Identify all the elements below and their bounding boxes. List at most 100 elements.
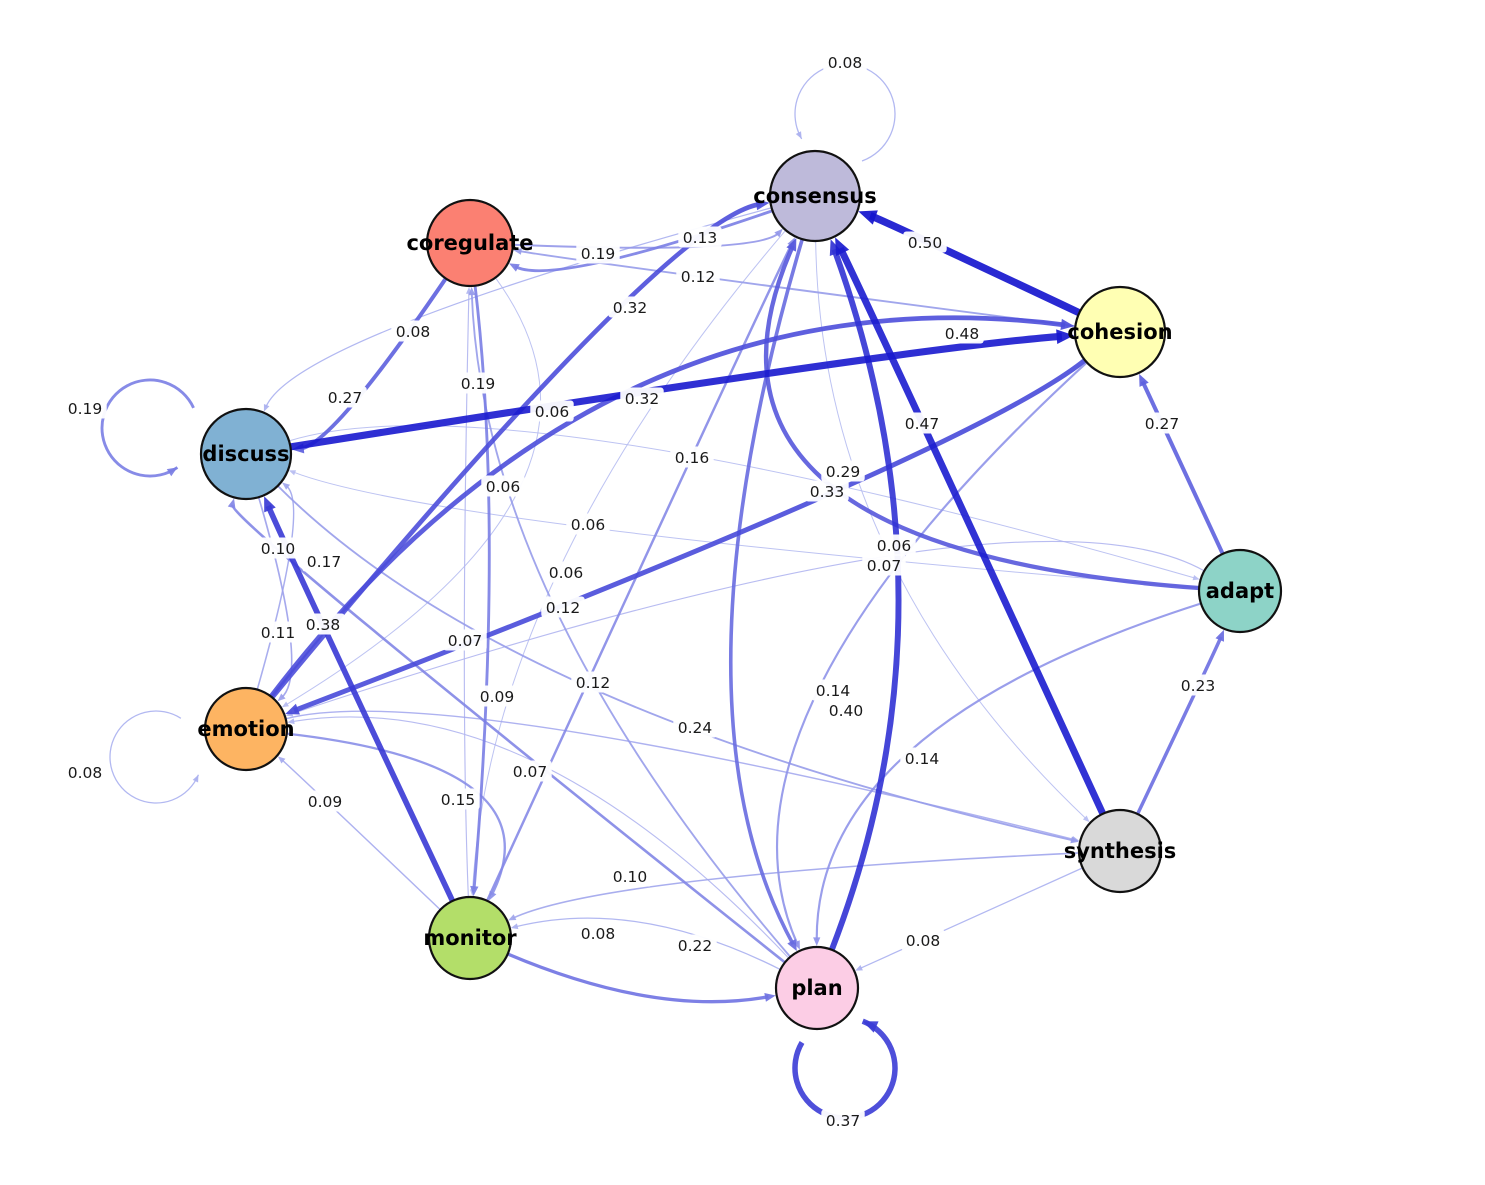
edge-discuss-cohesion-arrowhead [1056,329,1075,344]
node-monitor [427,895,513,981]
node-label-discuss: discuss [202,442,289,466]
edge-coregulate-emotion-arrowhead [281,701,289,708]
edge-adapt-plan-arrowhead [813,937,821,947]
node-discuss [199,407,293,501]
self-loop-discuss-arrowhead [166,467,178,477]
edge-label-consensus-plan: 0.24 [678,719,713,737]
edge-synthesis-monitor [512,852,1080,919]
self-loop-label-consensus-bg [823,51,867,73]
edge-label-coregulate-monitor: 0.19 [461,375,496,393]
edge-label-adapt-discuss-bg [566,513,610,535]
edge-label-plan-monitor: 0.08 [581,925,616,943]
edge-cohesion-consensus-arrowhead [858,210,878,225]
edge-plan-coregulate-arrowhead [468,286,476,296]
edge-label-cohesion-coregulate: 0.12 [681,268,716,286]
edge-discuss-cohesion [289,332,1063,451]
edge-label-consensus-discuss: 0.08 [396,323,431,341]
edge-plan-discuss-arrowhead [227,498,236,509]
edge-label-coregulate-consensus: 0.13 [683,229,718,247]
edge-monitor-plan [507,952,769,1004]
edge-labels-layer: 0.130.190.500.480.320.120.080.270.270.47… [63,51,1220,1131]
edge-coregulate-consensus [512,232,780,249]
edge-label-plan-monitor-bg [576,922,620,944]
node-label-emotion: emotion [197,717,294,741]
edge-adapt-cohesion-arrowhead [1139,373,1149,387]
edge-cohesion-emotion-arrowhead [285,703,300,715]
edge-label-adapt-cohesion: 0.27 [1145,415,1180,433]
self-loop-emotion-arrowhead [192,774,199,783]
edge-label-consensus-coregulate: 0.19 [581,245,616,263]
edge-monitor-discuss-arrowhead [264,496,276,513]
edge-label-plan-coregulate-bg [541,596,585,618]
edge-label-emotion-discuss: 0.10 [261,540,296,558]
edge-label-monitor-coregulate-bg [443,629,487,651]
edge-label-synthesis-monitor-bg [608,865,652,887]
edge-cohesion-coregulate-arrowhead [513,248,522,255]
edge-label-synthesis-monitor: 0.10 [613,868,648,886]
self-loop-label-plan-bg [821,1109,865,1131]
edge-label-monitor-emotion-bg [303,790,347,812]
edge-label-adapt-emotion-bg [862,554,906,576]
edge-coregulate-consensus-arrowhead [774,228,783,238]
node-label-monitor: monitor [423,926,517,950]
edge-label-monitor-plan-bg [673,934,717,956]
self-loop-label-discuss-bg [63,397,107,419]
edge-consensus-coregulate-arrowhead [509,263,520,272]
edge-adapt-plan [815,602,1202,940]
edge-label-discuss-cohesion: 0.48 [945,325,980,343]
edge-label-consensus-monitor-bg [544,561,588,583]
node-synthesis [1077,808,1163,894]
edge-label-emotion-consensus-bg [608,296,652,318]
edge-label-emotion-synthesis: 0.09 [480,688,515,706]
self-loop-discuss [100,378,195,478]
edge-plan-discuss [231,504,786,964]
edge-label-consensus-monitor: 0.06 [549,564,584,582]
edge-cohesion-emotion [293,358,1087,713]
edge-label-cohesion-plan-bg [811,679,855,701]
edge-label-discuss-emotion-bg [256,621,300,643]
edge-label-monitor-consensus: 0.16 [675,449,710,467]
self-loop-label-emotion: 0.08 [68,764,103,782]
edge-label-monitor-consensus-bg [670,446,714,468]
edge-label-adapt-cohesion-bg [1140,412,1184,434]
node-label-cohesion: cohesion [1067,320,1172,344]
edge-emotion-monitor [286,732,506,896]
self-loop-label-discuss: 0.19 [68,400,103,418]
edge-label-consensus-synthesis-bg [872,534,916,556]
edge-label-adapt-plan: 0.14 [905,750,940,768]
nodes-layer: consensuscoregulatecohesiondiscussadapte… [197,149,1283,1031]
edge-label-emotion-discuss-bg [256,537,300,559]
edge-label-cohesion-plan: 0.14 [816,682,851,700]
edge-synthesis-adapt-arrowhead [1215,629,1225,642]
edge-monitor-emotion-arrowhead [277,756,286,764]
edge-label-synthesis-adapt-bg [1176,674,1220,696]
edge-label-plan-discuss: 0.17 [307,553,342,571]
edge-label-synthesis-plan: 0.08 [906,932,941,950]
edge-label-coregulate-monitor-bg [456,372,500,394]
edge-discuss-adapt [288,425,1196,579]
edge-cohesion-consensus [868,212,1081,317]
edge-label-monitor-coregulate: 0.07 [448,632,483,650]
node-adapt [1197,548,1283,634]
edge-synthesis-plan [859,867,1083,970]
edge-label-emotion-cohesion-bg [620,387,664,409]
edge-adapt-cohesion [1140,380,1225,555]
edge-emotion-consensus-arrowhead [755,199,770,211]
node-emotion [203,686,289,772]
edge-label-synthesis-adapt: 0.23 [1181,677,1216,695]
self-loop-label-emotion-bg [63,761,107,783]
edge-label-coregulate-discuss: 0.27 [328,389,363,407]
edge-consensus-discuss-arrowhead [263,403,270,412]
edge-consensus-synthesis-arrowhead [1082,815,1090,823]
edge-emotion-discuss-arrowhead [282,482,291,490]
edge-monitor-emotion [281,759,441,911]
edge-label-plan-consensus-bg [824,699,868,721]
edge-label-synthesis-consensus-bg [900,412,944,434]
edge-monitor-plan-arrowhead [764,992,776,1002]
edge-label-monitor-emotion: 0.09 [308,793,343,811]
edge-label-adapt-discuss: 0.06 [571,516,606,534]
edge-label-cohesion-emotion: 0.33 [810,483,845,501]
edge-consensus-coregulate [514,209,773,273]
